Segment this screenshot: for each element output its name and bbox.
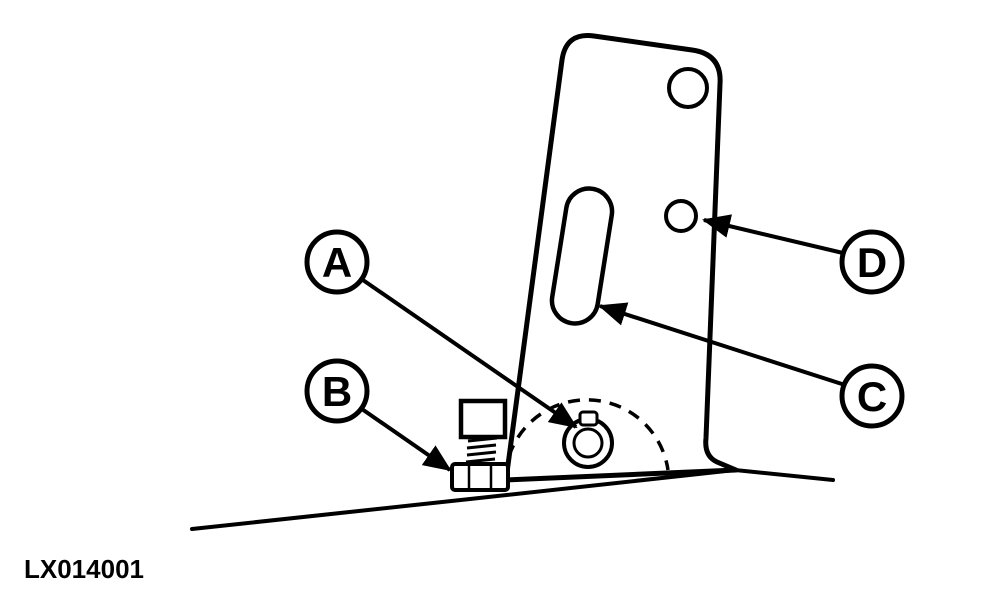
callout-c-arrow (598, 302, 846, 387)
bolt-hex-head (450, 462, 510, 492)
callout-c-circle (839, 363, 905, 429)
mounting-bolt-assembly (450, 398, 510, 492)
callout-c-label: C (857, 373, 887, 420)
bolt-threads (465, 436, 498, 464)
callout-a-marker: A (304, 229, 370, 295)
callout-b-label: B (322, 368, 352, 415)
callout-a-arrow (358, 276, 578, 429)
mounting-tab (458, 398, 508, 440)
callout-a-circle (304, 229, 370, 295)
retaining-clip-tab (578, 410, 599, 427)
upper-mounting-hole (667, 67, 709, 109)
callout-d-label: D (857, 239, 887, 286)
callout-c-marker: C (839, 363, 905, 429)
callout-b-marker: B (304, 358, 370, 424)
callout-b-circle (304, 358, 370, 424)
retaining-clip (562, 410, 614, 469)
figure-code: LX014001 (24, 554, 144, 584)
callout-d-arrow (702, 214, 844, 255)
ground-surface-line (190, 467, 835, 531)
callout-a-label: A (322, 239, 352, 286)
adjustment-slot (549, 186, 615, 326)
small-hole (664, 199, 698, 233)
callout-d-marker: D (839, 229, 905, 295)
callout-d-circle (839, 229, 905, 295)
bracket-body-outline (503, 33, 739, 483)
callout-b-arrow (357, 405, 452, 472)
retaining-clip-inner-ring (572, 427, 604, 459)
